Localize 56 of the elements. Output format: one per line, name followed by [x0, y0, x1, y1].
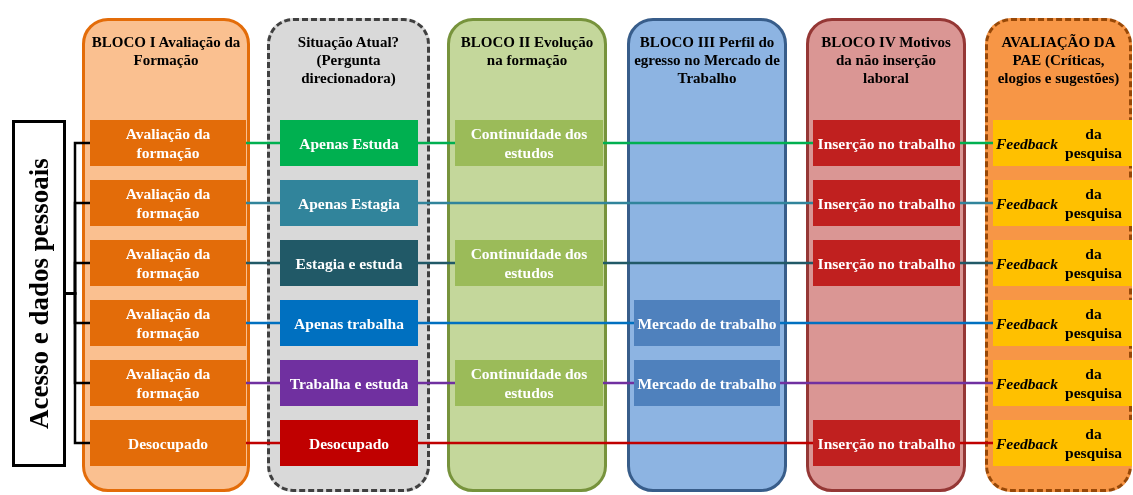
category-box: Estagia e estuda: [280, 240, 418, 286]
side-label-box: Acesso e dados pessoais: [12, 120, 66, 467]
connector-line: [246, 261, 280, 265]
category-box: Avaliação da formação: [90, 120, 246, 166]
connector-line: [418, 141, 455, 145]
column-heading: BLOCO IV Motivos da não inserção laboral: [820, 33, 952, 87]
connector-line: [960, 261, 993, 265]
category-box: Avaliação da formação: [90, 300, 246, 346]
connector-line: [246, 201, 280, 205]
category-box: Continuidade dos estudos: [455, 120, 603, 166]
connector-line: [603, 381, 634, 385]
category-box: Inserção no trabalho: [813, 420, 960, 466]
connector-line: [960, 201, 993, 205]
category-box: Inserção no trabalho: [813, 180, 960, 226]
category-box: Trabalha e estuda: [280, 360, 418, 406]
connector-line: [246, 441, 280, 445]
category-box: Apenas Estagia: [280, 180, 418, 226]
category-box: Avaliação da formação: [90, 240, 246, 286]
category-box: Desocupado: [280, 420, 418, 466]
connector-line: [418, 441, 813, 445]
column-heading: AVALIAÇÃO DA PAE (Críticas, elogios e sugestões): [996, 33, 1121, 87]
column-panel: [985, 18, 1132, 492]
category-box: Inserção no trabalho: [813, 120, 960, 166]
column-panel: [267, 18, 430, 492]
category-box: Mercado de trabalho: [634, 360, 780, 406]
connector-line: [418, 201, 813, 205]
connector-line: [603, 261, 813, 265]
category-box: Apenas trabalha: [280, 300, 418, 346]
connector-line: [246, 321, 280, 325]
column-heading: BLOCO II Evolução na formação: [459, 33, 595, 69]
connector-line: [960, 141, 993, 145]
connector-line: [246, 141, 280, 145]
column-panel: [447, 18, 607, 492]
column-panel: [627, 18, 787, 492]
category-box: Avaliação da formação: [90, 180, 246, 226]
category-box: Mercado de trabalho: [634, 300, 780, 346]
connector-line: [780, 381, 993, 385]
connector-line: [66, 292, 90, 445]
connector-line: [246, 381, 280, 385]
category-box: Apenas Estuda: [280, 120, 418, 166]
column-heading: Situação Atual? (Pergunta direcionadora): [296, 33, 401, 87]
column-heading: BLOCO III Perfil do egresso no Mercado de Trabalho: [634, 33, 780, 87]
connector-line: [418, 261, 455, 265]
connector-line: [780, 321, 993, 325]
connector-line: [418, 321, 634, 325]
column-panel: [82, 18, 250, 492]
connector-line: [960, 441, 993, 445]
category-box: Avaliação da formação: [90, 360, 246, 406]
category-box: Continuidade dos estudos: [455, 360, 603, 406]
category-box: Inserção no trabalho: [813, 240, 960, 286]
column-panel: [806, 18, 966, 492]
connector-line: [418, 381, 455, 385]
column-heading: BLOCO I Avaliação da Formação: [90, 33, 242, 69]
connector-line: [603, 141, 813, 145]
category-box: Desocupado: [90, 420, 246, 466]
category-box: Continuidade dos estudos: [455, 240, 603, 286]
